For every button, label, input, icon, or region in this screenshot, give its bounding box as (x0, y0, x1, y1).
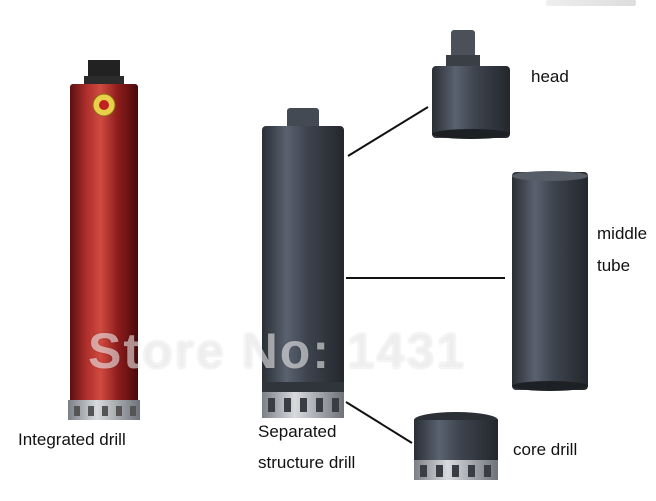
label-middle-line2: tube (597, 256, 631, 275)
label-middle-line1: middle (597, 224, 648, 243)
connector-lines (345, 106, 505, 444)
head-part-icon (432, 30, 510, 139)
store-watermark: Store No: 1431 (88, 323, 467, 379)
label-separated-line2: structure drill (258, 453, 356, 472)
top-right-watermark (546, 0, 636, 6)
middle-tube-part-icon (512, 171, 588, 391)
label-core-drill: core drill (513, 440, 578, 459)
core-drill-part-icon (414, 412, 498, 480)
separated-drill-icon (262, 108, 344, 418)
integrated-drill-icon (68, 60, 140, 420)
label-integrated-drill: Integrated drill (18, 430, 126, 449)
label-separated-line1: Separated (258, 422, 337, 441)
label-head: head (531, 67, 569, 86)
